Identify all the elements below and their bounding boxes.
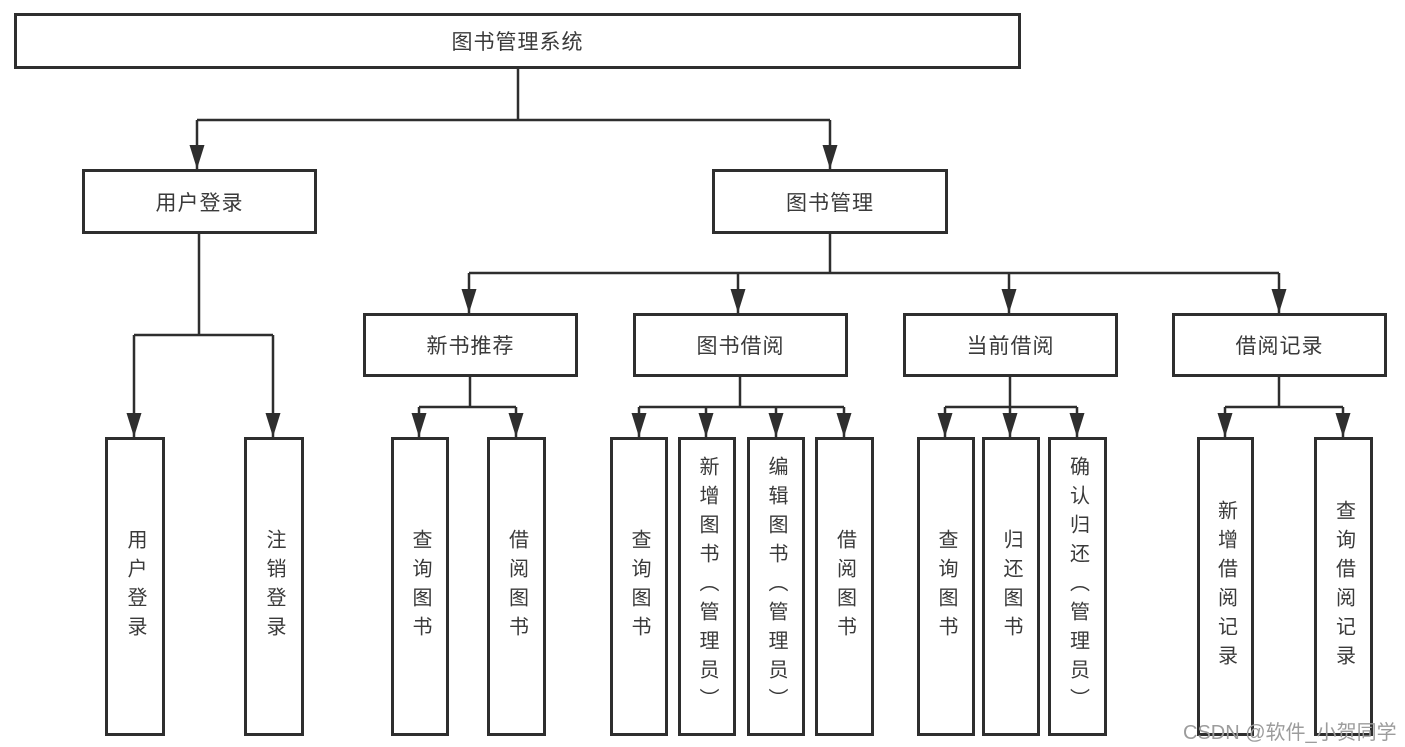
node-user-login-label: 用户登录 bbox=[155, 191, 244, 215]
node-book-borrowing-label: 图书借阅 bbox=[696, 335, 785, 358]
leaf-borrow-add-label: 新增图书（管理员） bbox=[696, 456, 718, 717]
leaf-records-query-label: 查询借阅记录 bbox=[1332, 499, 1355, 674]
node-current-borrowing: 当前借阅 bbox=[903, 313, 1118, 377]
leaf-borrow-edit: 编辑图书（管理员） bbox=[747, 437, 805, 736]
node-book-management-label: 图书管理 bbox=[786, 191, 874, 215]
leaf-user-login: 用户登录 bbox=[105, 437, 165, 736]
leaf-logout-label: 注销登录 bbox=[263, 528, 285, 645]
node-book-management: 图书管理 bbox=[712, 169, 948, 234]
node-book-borrowing: 图书借阅 bbox=[633, 313, 848, 377]
node-new-book-recommend: 新书推荐 bbox=[363, 313, 578, 377]
leaf-current-query: 查询图书 bbox=[917, 437, 975, 736]
node-borrowing-records: 借阅记录 bbox=[1172, 313, 1387, 377]
leaf-borrow-query-label: 查询图书 bbox=[628, 528, 650, 645]
node-root-label: 图书管理系统 bbox=[451, 31, 584, 54]
leaf-current-confirm: 确认归还（管理员） bbox=[1048, 437, 1107, 736]
leaf-newbook-query: 查询图书 bbox=[391, 437, 449, 736]
node-current-borrowing-label: 当前借阅 bbox=[966, 335, 1055, 358]
leaf-logout: 注销登录 bbox=[244, 437, 304, 736]
leaf-current-query-label: 查询图书 bbox=[935, 528, 957, 645]
node-borrowing-records-label: 借阅记录 bbox=[1235, 335, 1324, 358]
csdn-watermark: CSDN @软件_小贺同学 bbox=[1183, 722, 1397, 744]
leaf-borrow-add: 新增图书（管理员） bbox=[678, 437, 736, 736]
leaf-user-login-label: 用户登录 bbox=[124, 528, 146, 645]
leaf-borrow-query: 查询图书 bbox=[610, 437, 668, 736]
leaf-records-add: 新增借阅记录 bbox=[1197, 437, 1254, 736]
leaf-newbook-query-label: 查询图书 bbox=[409, 528, 431, 645]
leaf-current-return: 归还图书 bbox=[982, 437, 1040, 736]
leaf-current-confirm-label: 确认归还（管理员） bbox=[1066, 456, 1089, 717]
leaf-newbook-borrow: 借阅图书 bbox=[487, 437, 546, 736]
node-new-book-recommend-label: 新书推荐 bbox=[426, 335, 515, 358]
leaf-borrow-borrow-label: 借阅图书 bbox=[833, 528, 856, 645]
leaf-borrow-edit-label: 编辑图书（管理员） bbox=[765, 456, 787, 717]
leaf-current-return-label: 归还图书 bbox=[1000, 528, 1022, 645]
leaf-records-query: 查询借阅记录 bbox=[1314, 437, 1373, 736]
leaf-newbook-borrow-label: 借阅图书 bbox=[505, 528, 528, 645]
node-user-login: 用户登录 bbox=[82, 169, 317, 234]
leaf-borrow-borrow: 借阅图书 bbox=[815, 437, 874, 736]
leaf-records-add-label: 新增借阅记录 bbox=[1214, 499, 1237, 674]
node-root: 图书管理系统 bbox=[14, 13, 1021, 69]
